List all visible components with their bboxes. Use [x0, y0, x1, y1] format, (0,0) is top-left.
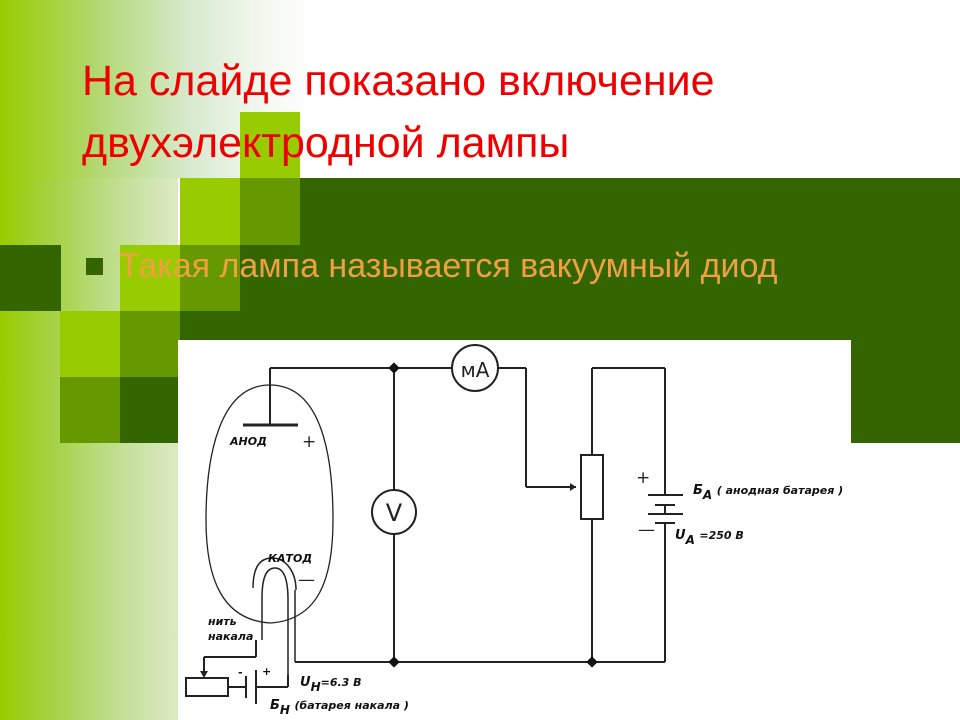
heater-voltage-label: UН=6.3 В: [300, 675, 362, 694]
anode-plus-sign: +: [302, 432, 317, 452]
cathode-label: КАТОД: [268, 552, 313, 565]
deco-block: [180, 178, 240, 245]
anode-voltage-symbol: U: [675, 528, 686, 543]
anode-battery-symbol: Б: [693, 483, 703, 498]
deco-block: [240, 112, 300, 178]
heater-battery-subscript: Н: [279, 703, 290, 717]
filament-label-line1: нить: [208, 615, 237, 628]
cathode: [252, 557, 297, 591]
junction-dot: [586, 656, 598, 668]
heater-voltage-subscript: Н: [310, 680, 321, 694]
deco-block: [120, 311, 180, 377]
deco-block: [0, 245, 61, 311]
deco-block: [60, 311, 120, 377]
filament-label-line2: накала: [208, 630, 254, 643]
deco-block: [240, 245, 300, 311]
anode-voltage-label: UА =250 В: [675, 528, 744, 547]
circuit-diagram: V мA АНОД + КАТОД — нить накала + — БА (…: [178, 340, 851, 720]
voltmeter-symbol: V: [386, 499, 403, 527]
deco-block: [120, 245, 180, 311]
heater-battery-symbol: Б: [270, 698, 280, 713]
anode-voltage-value: =250 В: [699, 529, 744, 542]
anode-battery-minus: —: [638, 520, 655, 540]
anode-battery-label: БА ( анодная батарея ): [693, 483, 844, 502]
heater-rheostat: [185, 677, 229, 697]
heater-battery-description: (батарея накала ): [294, 699, 409, 712]
filament: [261, 567, 289, 675]
heater-battery-minus: -: [238, 666, 243, 679]
heater-voltage-value: =6.3 В: [320, 676, 362, 689]
junction-dot: [388, 362, 400, 374]
anode-label: АНОД: [230, 435, 267, 448]
circuit-schematic: V мA: [185, 344, 683, 704]
heater-battery-plus: +: [262, 665, 272, 678]
heater-battery-label: БН (батарея накала ): [270, 698, 409, 717]
deco-block: [240, 178, 300, 245]
anode-battery-plus: +: [636, 468, 651, 488]
anode-battery-description: ( анодная батарея ): [716, 484, 844, 497]
anode-battery-subscript: А: [702, 488, 713, 502]
anode-voltage-subscript: А: [685, 533, 695, 547]
potentiometer: [580, 454, 604, 520]
deco-block: [60, 377, 120, 443]
deco-block: [180, 245, 240, 311]
bullet-text: Такая лампа называется вакуумный диод: [119, 247, 778, 285]
cathode-minus-sign: —: [298, 570, 315, 590]
heater-voltage-symbol: U: [300, 675, 311, 690]
lamp-envelope: [205, 384, 334, 624]
bullet-square-icon: [86, 258, 103, 275]
deco-block: [120, 377, 180, 443]
junction-dot: [388, 656, 400, 668]
milliammeter-symbol: мA: [461, 358, 490, 382]
slide-title: На слайде показано включение двухэлектро…: [82, 57, 715, 167]
